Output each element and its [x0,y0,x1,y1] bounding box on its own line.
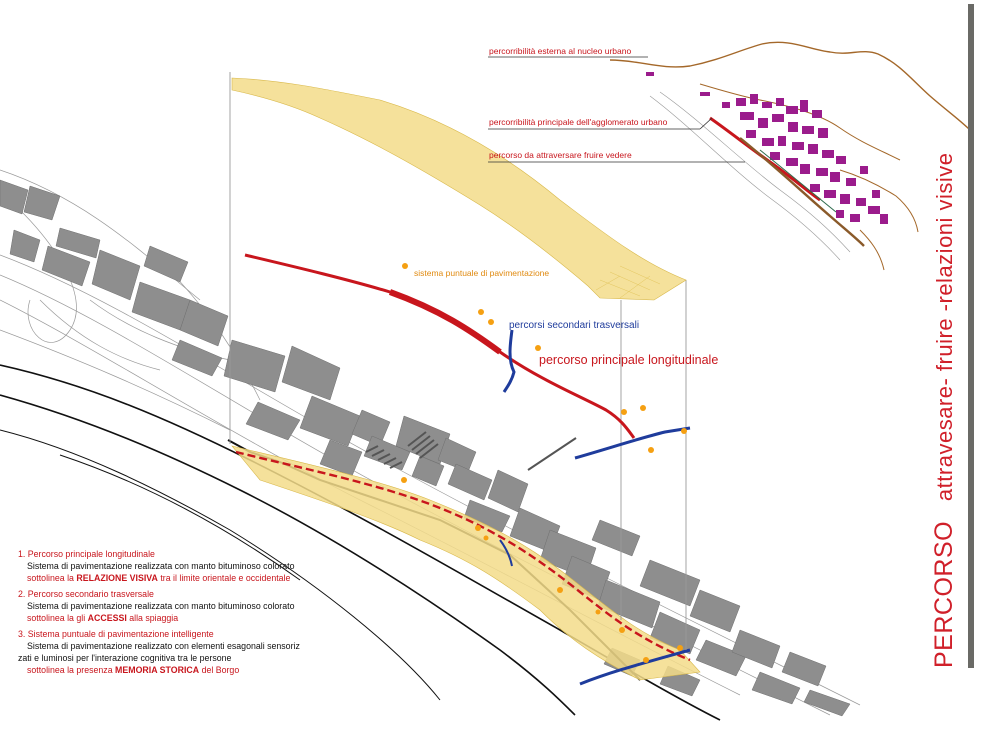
legend-emph-line-2: sottolinea la gli ACCESSI alla spiaggia [18,612,358,624]
floating-blue-path-2 [574,426,691,460]
legend-heading-2: 2. Percorso secondario trasversale [18,589,154,599]
legend-heading-3: 3. Sistema puntuale di pavimentazione in… [18,629,214,639]
legend-desc-2: Sistema di pavimentazione realizzata con… [27,601,295,611]
label-percorso-principale: percorso principale longitudinale [539,353,719,367]
contour-line [609,41,971,131]
ground-blue-path-2 [499,539,513,567]
inset-map [609,41,971,271]
legend-emph-3: MEMORIA STORICA [115,665,200,675]
inset-brown-path [739,137,865,247]
upper-yellow-hatch [595,265,661,299]
legend-emph-suffix-3: del Borgo [201,665,240,675]
floating-red-path [244,253,636,439]
ground-red-path [235,450,691,662]
ground-dots [401,477,683,663]
legend: 1. Percorso principale longitudinale Sis… [18,548,358,680]
page-title: PERCORSO attravesare- fruire -relazioni … [930,152,959,668]
inset-buildings [646,72,888,224]
legend-emph-prefix-1: sottolinea la [27,573,74,583]
leader-lines [488,56,745,163]
label-percorsi-secondari: percorsi secondari trasversali [509,320,640,331]
legend-emph-suffix-1: tra il limite orientale e occidentale [160,573,291,583]
legend-emph-2: ACCESSI [87,613,127,623]
buildings [0,179,851,717]
legend-item-1: 1. Percorso principale longitudinale Sis… [18,548,358,584]
legend-emph-prefix-2: sottolinea la gli [27,613,86,623]
label-sistema-puntuale: sistema puntuale di pavimentazione [414,268,550,278]
legend-emph-1: RELAZIONE VISIVA [76,573,158,583]
legend-emph-prefix-3: sottolinea la presenza [27,665,113,675]
legend-item-3: 3. Sistema puntuale di pavimentazione in… [18,628,358,676]
ground-blue-path [579,648,691,686]
label-percorribilita-principale: percorribilità principale dell'agglomera… [489,117,668,127]
legend-emph-suffix-2: alla spiaggia [129,613,179,623]
label-percorso-attraversare: percorso da attraversare fruire vedere [489,150,632,160]
legend-emph-line-3: sottolinea la presenza MEMORIA STORICA d… [18,664,358,676]
legend-emph-line-1: sottolinea la RELAZIONE VISIVA tra il li… [18,572,358,584]
crosswalks [365,431,577,471]
legend-desc-1: Sistema di pavimentazione realizzata con… [27,561,295,571]
floating-blue-path-1 [502,329,516,393]
legend-desc-3: Sistema di pavimentazione realizzato con… [27,641,300,651]
legend-item-2: 2. Percorso secondario trasversale Siste… [18,588,358,624]
label-percorribilita-esterna: percorribilità esterna al nucleo urbano [489,46,632,56]
side-bar-divider [968,4,974,668]
legend-desc-3b: zati e luminosi per l'interazione cognit… [18,653,232,663]
upper-yellow-path [231,77,687,301]
floating-dots [402,263,687,453]
legend-heading-1: 1. Percorso principale longitudinale [18,549,155,559]
page-title-main: PERCORSO [930,520,958,668]
projection-frame [229,72,687,650]
page-title-sub: attravesare- fruire -relazioni visive [932,152,957,502]
